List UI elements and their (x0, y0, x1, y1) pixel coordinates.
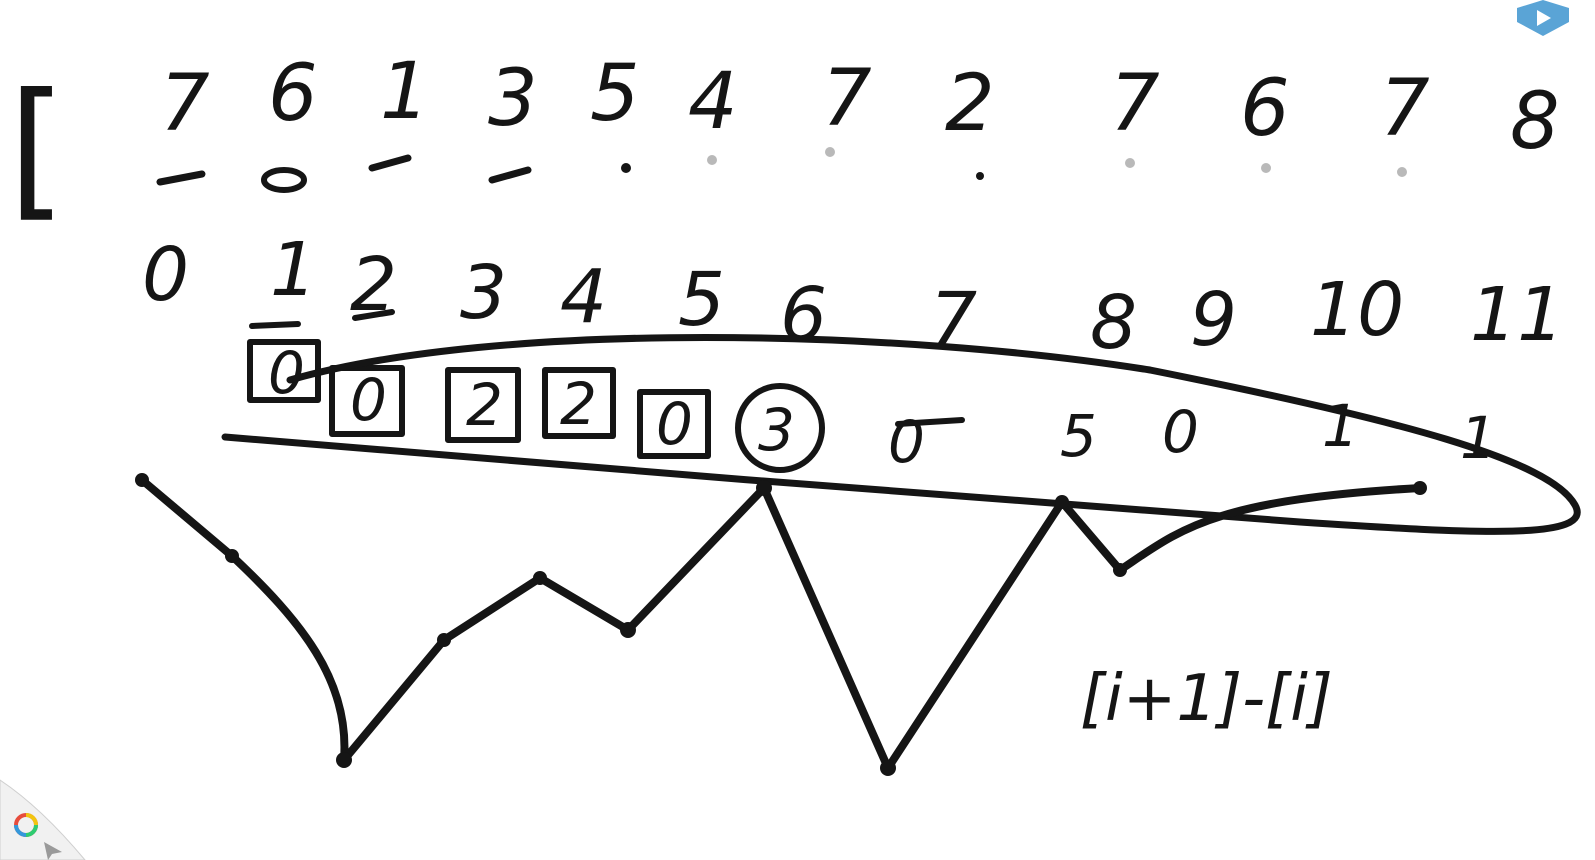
index-3: 3 (460, 250, 507, 336)
diff-10: 1 (1460, 404, 1497, 472)
diff-0: 0 (268, 339, 305, 407)
price-2: 1 (380, 47, 430, 137)
index-6: 6 (780, 272, 827, 358)
price-10: 7 (1380, 64, 1430, 154)
price-8: 7 (1110, 59, 1160, 149)
diff-box-4 (637, 389, 711, 459)
color-wheel-icon[interactable] (14, 813, 38, 837)
price-underline-marks (156, 147, 1407, 193)
index-1: 1 (270, 227, 317, 313)
price-trend-line (138, 476, 1424, 772)
index-1-overline (249, 321, 301, 329)
price-9: 6 (1240, 64, 1290, 154)
diff-7: 5 (1060, 402, 1097, 470)
diff-box-3 (542, 367, 616, 439)
price-3: 3 (488, 54, 538, 144)
price-11: 8 (1510, 77, 1560, 167)
diff-6: 0 (888, 408, 925, 476)
diff-1: 0 (350, 366, 387, 434)
diff-6-strike (895, 417, 965, 427)
index-9: 9 (1190, 277, 1237, 363)
index-11: 11 (1470, 272, 1564, 358)
diff-9: 1 (1322, 392, 1359, 460)
price-4: 5 (590, 49, 640, 139)
pointer-icon[interactable] (44, 842, 62, 860)
price-0: 7 (160, 59, 210, 149)
price-1: 6 (268, 49, 318, 139)
price-5: 4 (688, 57, 738, 147)
diff-2: 2 (466, 371, 503, 439)
price-6: 7 (822, 54, 872, 144)
diff-box-2 (445, 367, 521, 443)
index-5: 5 (678, 257, 725, 343)
open-bracket: [ (8, 62, 67, 236)
diff-circle-5 (735, 383, 825, 473)
diff-box-1 (329, 365, 405, 437)
tool-palette[interactable] (0, 770, 90, 860)
diff-8: 0 (1162, 398, 1199, 466)
play-logo-icon[interactable] (1511, 0, 1575, 40)
difference-formula: [i+1]-[i] (1080, 662, 1333, 736)
diff-3: 2 (560, 370, 597, 438)
price-7: 2 (945, 59, 995, 149)
index-10: 10 (1310, 267, 1404, 353)
index-2-underline (352, 309, 395, 321)
diff-5: 3 (758, 396, 795, 464)
differences-loop (221, 334, 1581, 535)
prices-row: 7 6 1 3 5 4 7 2 7 6 7 8 (160, 47, 1560, 167)
index-0: 0 (142, 232, 189, 318)
diff-4: 0 (656, 390, 693, 458)
index-4: 4 (560, 254, 607, 340)
index-8: 8 (1090, 280, 1137, 366)
differences-row: 0 0 2 2 0 3 0 5 0 1 1 (247, 339, 1497, 476)
price-trend-points (135, 473, 1427, 776)
indices-row: 0 1 2 3 4 5 6 7 8 9 10 11 (142, 227, 1564, 366)
